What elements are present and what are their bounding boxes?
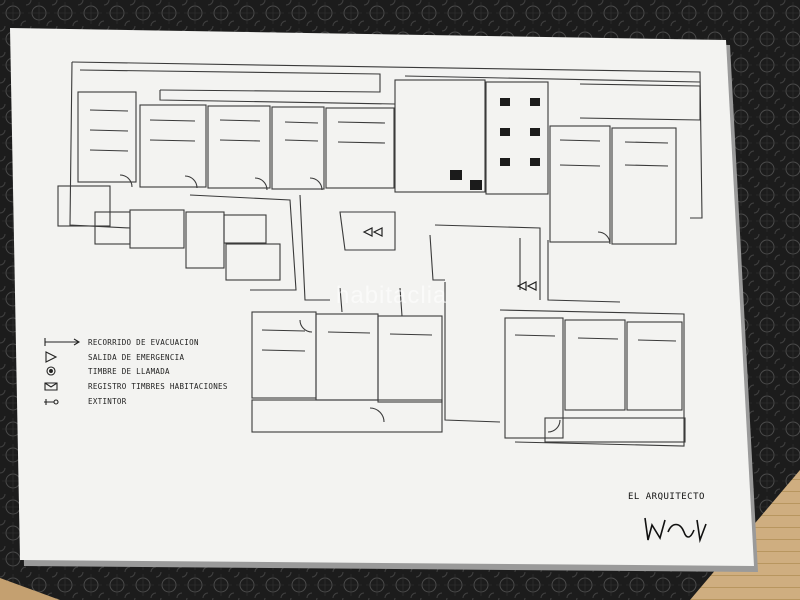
arrow-line-icon bbox=[44, 338, 81, 346]
bell-icon bbox=[46, 366, 56, 376]
floor-strip bbox=[0, 578, 60, 600]
plan-exit-markers bbox=[362, 227, 537, 291]
register-icon bbox=[44, 382, 58, 391]
legend-label-call-bell: TIMBRE DE LLAMADA bbox=[88, 367, 170, 376]
dining-tables bbox=[450, 98, 540, 190]
legend-symbols bbox=[44, 338, 81, 405]
legend-label-extinguisher: EXTINTOR bbox=[88, 397, 127, 406]
watermark: habitaclia bbox=[336, 282, 448, 309]
extinguisher-icon bbox=[44, 399, 59, 405]
legend-label-bell-register: REGISTRO TIMBRES HABITACIONES bbox=[88, 382, 228, 391]
floor-plan-drawing bbox=[57, 61, 703, 447]
paper-sheet bbox=[10, 28, 754, 566]
legend-label-evacuation: RECORRIDO DE EVACUACION bbox=[88, 338, 199, 347]
architect-caption: EL ARQUITECTO bbox=[628, 492, 705, 502]
architect-signature-icon bbox=[644, 517, 707, 544]
triangle-icon bbox=[45, 351, 58, 363]
legend-label-emergency-exit: SALIDA DE EMERGENCIA bbox=[88, 353, 185, 362]
